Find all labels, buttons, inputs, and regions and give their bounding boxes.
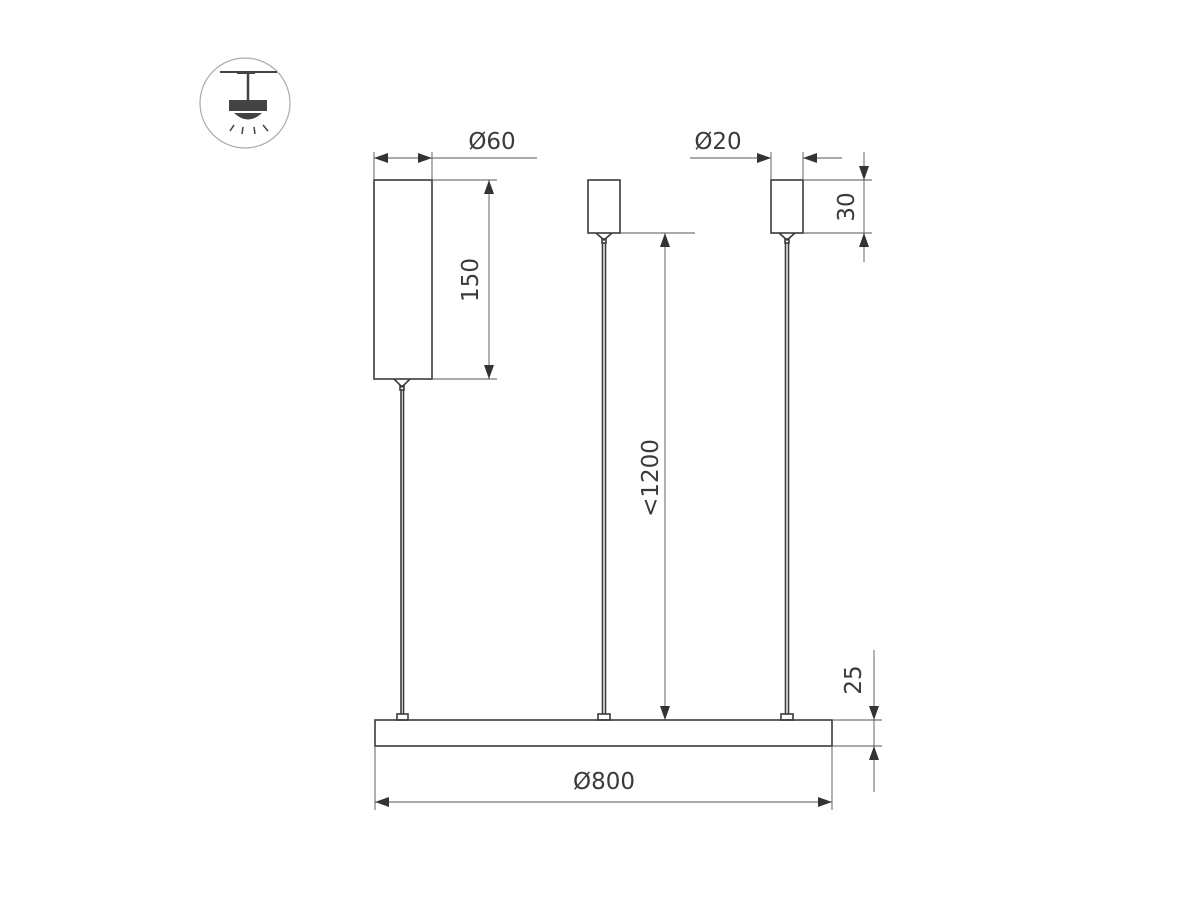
dimension-canopy-height: 150: [432, 179, 497, 380]
canopy-diameter-label: Ø60: [468, 129, 515, 155]
main-canopy: [373, 179, 433, 721]
dimension-canopy-diameter: Ø60: [373, 129, 537, 180]
pendant-lamp-mount-icon: [199, 57, 291, 149]
cable-mount-height-label: 30: [834, 192, 860, 221]
ring-height-label: 25: [841, 665, 867, 694]
lamp-ring: [374, 719, 833, 747]
dimension-ring-diameter: Ø800: [374, 746, 833, 810]
dimension-cable-length: <1200: [620, 232, 695, 720]
middle-cable-mount: [587, 179, 621, 721]
ring-diameter-label: Ø800: [573, 769, 635, 795]
canopy-height-label: 150: [458, 258, 484, 302]
right-cable-mount: [770, 179, 804, 721]
dimension-ring-height: 25: [832, 650, 882, 792]
dimension-cable-mount-diameter: Ø20: [690, 129, 842, 180]
cable-mount-diameter-label: Ø20: [694, 129, 741, 155]
dimension-cable-mount-height: 30: [803, 152, 872, 262]
cable-length-label: <1200: [638, 439, 664, 517]
